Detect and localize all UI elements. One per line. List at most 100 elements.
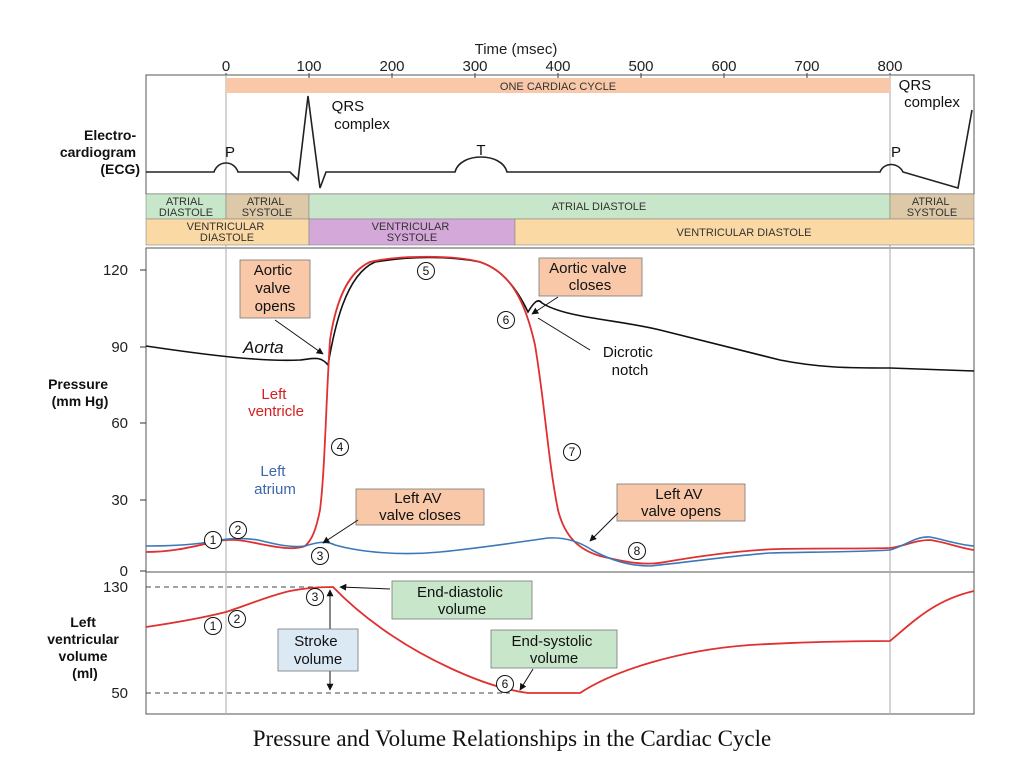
lv-volume-curve [145, 586, 975, 694]
av-valve-opens-callout: Left AV valve opens [589, 483, 746, 542]
time-tick-300: 300 [462, 58, 487, 75]
volume-marker-3: 3 [306, 588, 324, 606]
atrial-diastole-2-box [308, 193, 891, 220]
svg-text:Dicrotic notch: Dicrotic notch [603, 344, 657, 379]
pressure-marker-1: 1 [204, 531, 222, 549]
qrs2-label-line1: QRS [899, 77, 932, 94]
ventricular-phase-bar: VENTRICULAR DIASTOLE VENTRICULAR SYSTOLE… [145, 218, 975, 246]
time-tick-200: 200 [379, 58, 404, 75]
svg-text:3: 3 [317, 549, 324, 563]
qrs-label: QRS complex [332, 98, 391, 133]
time-tick-600: 600 [711, 58, 736, 75]
svg-text:End-diastolic volume: End-diastolic volume [417, 584, 507, 618]
ecg-label: Electro- cardiogram (ECG) [60, 127, 140, 177]
atrial-systole-1-box [225, 193, 310, 220]
cycle-bar [226, 78, 890, 93]
atrial-phase-bar: ATRIAL DIASTOLE ATRIAL SYSTOLE ATRIAL DI… [145, 193, 975, 220]
pressure-marker-5: 5 [417, 262, 435, 280]
qrs2-label: QRS complex [899, 77, 961, 111]
svg-text:Aortic valve opens: Aortic valve opens [254, 262, 297, 315]
pressure-marker-2: 2 [229, 521, 247, 539]
aortic-valve-opens-callout: Aortic valve opens [239, 259, 324, 355]
pressure-marker-7: 7 [563, 443, 581, 461]
pressure-marker-6: 6 [497, 311, 515, 329]
ventricular-diastole-2-label: VENTRICULAR DIASTOLE [677, 227, 812, 239]
volume-markers: 1 2 3 6 [204, 588, 514, 693]
svg-text:2: 2 [234, 612, 241, 626]
time-tick-700: 700 [794, 58, 819, 75]
aortic-valve-closes-callout: Aortic valve closes [531, 257, 643, 315]
aorta-label: Aorta [242, 338, 284, 357]
edv-callout: End-diastolic volume [339, 580, 533, 620]
svg-text:5: 5 [423, 264, 430, 278]
time-tick-400: 400 [545, 58, 570, 75]
pressure-tick-90: 90 [111, 339, 128, 356]
ventricular-systole-box [308, 218, 516, 246]
ecg-label-line3: (ECG) [100, 161, 140, 177]
atrial-systole-2-label: ATRIAL SYSTOLE [907, 196, 958, 219]
ecg-label-line1: Electro- [84, 127, 136, 143]
cycle-bar-label: ONE CARDIAC CYCLE [500, 81, 616, 93]
pressure-tick-0: 0 [120, 563, 128, 580]
atrial-diastole-1-label: ATRIAL DIASTOLE [159, 196, 213, 219]
time-tick-500: 500 [628, 58, 653, 75]
volume-marker-6: 6 [496, 675, 514, 693]
svg-text:1: 1 [210, 619, 217, 633]
qrs-label-line1: QRS [332, 98, 365, 115]
svg-text:End-systolic volume: End-systolic volume [511, 633, 596, 667]
svg-text:6: 6 [503, 313, 510, 327]
time-tick-100: 100 [296, 58, 321, 75]
pressure-marker-4: 4 [331, 438, 349, 456]
svg-text:1: 1 [210, 533, 217, 547]
ventricular-diastole-2-box [514, 218, 975, 246]
volume-tick-130: 130 [103, 579, 128, 596]
av-valve-closes-callout: Left AV valve closes [322, 488, 485, 544]
ecg-label-line2: cardiogram [60, 144, 136, 160]
ventricular-systole-label: VENTRICULAR SYSTOLE [372, 221, 453, 244]
qrs-label-line2: complex [334, 116, 390, 133]
qrs2-label-line2: complex [904, 94, 960, 111]
svg-text:Left AV valve closes: Left AV valve closes [379, 490, 461, 524]
atrial-systole-2-box [889, 193, 975, 220]
svg-text:4: 4 [337, 440, 344, 454]
svg-text:7: 7 [569, 445, 576, 459]
stroke-volume-callout: Stroke volume [277, 589, 359, 691]
pressure-ylabel: Pressure (mm Hg) [48, 376, 112, 409]
left-atrium-label: Left atrium [254, 463, 296, 498]
volume-marker-1: 1 [204, 617, 222, 635]
svg-text:Aortic valve closes: Aortic valve closes [549, 260, 631, 294]
svg-text:6: 6 [502, 677, 509, 691]
svg-text:2: 2 [235, 523, 242, 537]
ventricular-diastole-1-label: VENTRICULAR DIASTOLE [187, 221, 268, 244]
svg-text:8: 8 [634, 544, 641, 558]
ventricular-diastole-1-box [145, 218, 310, 246]
dicrotic-notch-callout: Dicrotic notch [537, 317, 657, 379]
atrial-systole-1-label: ATRIAL SYSTOLE [242, 196, 293, 219]
volume-tick-50: 50 [111, 685, 128, 702]
ecg-t-wave: T [476, 142, 485, 159]
time-axis-ticks: 0 100 200 300 400 500 600 700 800 [222, 58, 903, 79]
pressure-marker-3: 3 [311, 547, 329, 565]
time-axis-title: Time (msec) [475, 41, 558, 58]
ecg-trace [146, 95, 973, 190]
time-tick-800: 800 [877, 58, 902, 75]
ecg-p-wave-2: P [891, 144, 901, 161]
esv-callout: End-systolic volume [490, 629, 618, 691]
svg-text:Left AV valve opens: Left AV valve opens [641, 486, 721, 520]
pressure-marker-8: 8 [628, 542, 646, 560]
time-tick-0: 0 [222, 58, 230, 75]
svg-text:3: 3 [312, 590, 319, 604]
left-atrium-curve [145, 536, 975, 567]
volume-ylabel: Left ventricular volume (ml) [47, 614, 122, 681]
pressure-tick-30: 30 [111, 492, 128, 509]
volume-frame [145, 571, 975, 715]
figure-caption: Pressure and Volume Relationships in the… [252, 726, 772, 751]
pressure-yticks: 120 90 60 30 0 [103, 262, 146, 580]
left-ventricle-label: Left ventricle [248, 386, 304, 420]
volume-marker-2: 2 [228, 610, 246, 628]
atrial-diastole-2-label: ATRIAL DIASTOLE [552, 201, 647, 213]
svg-text:Stroke volume: Stroke volume [294, 633, 342, 668]
pressure-tick-60: 60 [111, 415, 128, 432]
pressure-markers: 1 2 3 4 5 6 7 8 [204, 262, 646, 565]
